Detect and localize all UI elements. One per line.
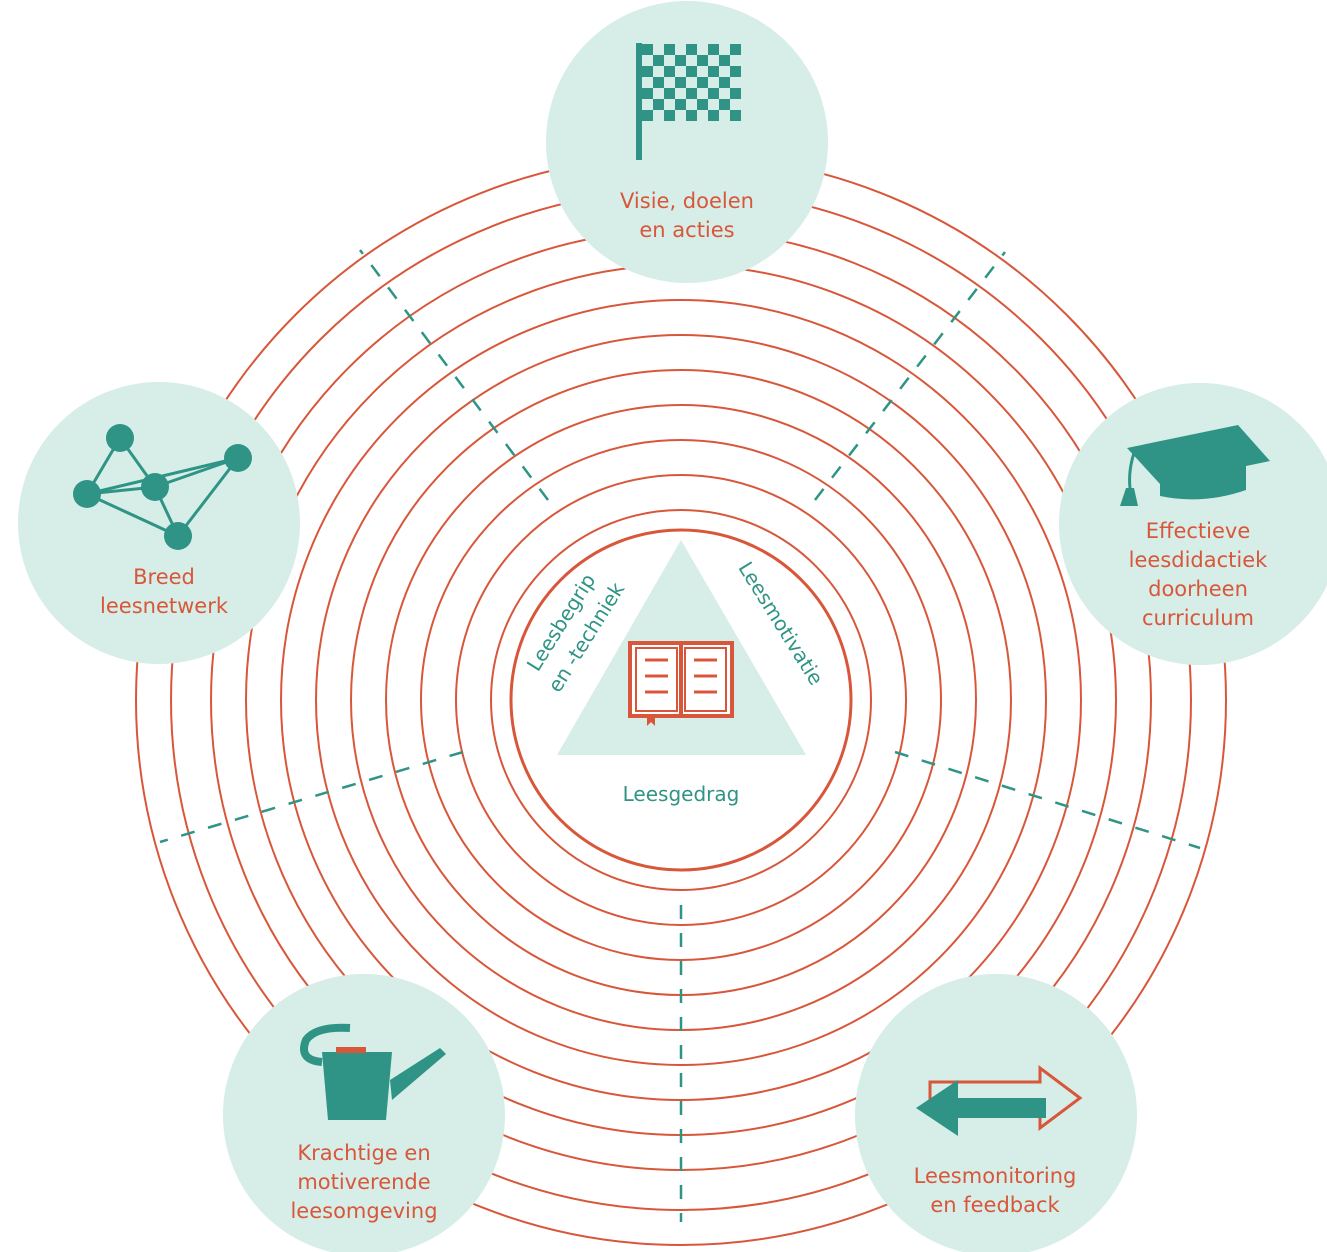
- core-label-leesgedrag: Leesgedrag: [623, 782, 740, 806]
- flag-square: [642, 88, 653, 99]
- separator-right: [894, 750, 1201, 850]
- node-didactiek-label-line3: doorheen: [1148, 577, 1248, 601]
- flag-square: [708, 88, 719, 99]
- separator-top-right: [814, 251, 1006, 501]
- flag-square: [664, 110, 675, 121]
- two-way-arrow-icon: [916, 1065, 1083, 1136]
- ring-7: [280, 299, 1082, 1101]
- ring-1: [490, 509, 872, 891]
- network-icon: [73, 424, 252, 550]
- flag-square: [664, 44, 675, 55]
- flag-square: [675, 99, 686, 110]
- node-visie-circle: [546, 1, 828, 283]
- flag-square: [686, 88, 697, 99]
- flag-square: [675, 55, 686, 66]
- node-didactiek: Effectieve leesdidactiek doorheen curric…: [1059, 383, 1327, 665]
- watering-can-icon: [300, 1023, 446, 1120]
- node-didactiek-label-line1: Effectieve: [1146, 519, 1251, 543]
- flag-square: [697, 77, 708, 88]
- flag-square: [686, 66, 697, 77]
- flag-square: [719, 99, 730, 110]
- node-omgeving: Krachtige en motiverende leesomgeving: [223, 974, 505, 1252]
- flag-square: [730, 66, 741, 77]
- ring-3: [420, 439, 942, 961]
- dashed-separators: [159, 249, 1201, 1222]
- ring-2: [455, 474, 907, 926]
- flag-square: [664, 88, 675, 99]
- node-netwerk-label-line1: Breed: [133, 565, 195, 589]
- flag-square: [653, 77, 664, 88]
- flag-square: [719, 77, 730, 88]
- flag-square: [686, 44, 697, 55]
- graduation-cap-icon: [1120, 425, 1270, 506]
- flag-square: [675, 77, 686, 88]
- node-monitoring-label-line1: Leesmonitoring: [914, 1164, 1077, 1188]
- node-visie-label-line1: Visie, doelen: [620, 189, 754, 213]
- flag-square: [708, 44, 719, 55]
- flag-square: [730, 110, 741, 121]
- separator-left: [159, 750, 464, 844]
- flag-square: [697, 55, 708, 66]
- flag-square: [642, 44, 653, 55]
- node-netwerk-circle: [18, 382, 300, 664]
- node-netwerk-label-line2: leesnetwerk: [100, 594, 229, 618]
- flag-square: [730, 44, 741, 55]
- flag-square: [719, 55, 730, 66]
- open-book-icon: [628, 641, 734, 726]
- node-omgeving-label-line3: leesomgeving: [290, 1199, 437, 1223]
- node-didactiek-label-line2: leesdidactiek: [1129, 548, 1269, 572]
- flag-square: [730, 88, 741, 99]
- flag-square: [697, 99, 708, 110]
- node-omgeving-label-line1: Krachtige en: [297, 1141, 430, 1165]
- node-visie-label-line2: en acties: [639, 218, 734, 242]
- node-monitoring: Leesmonitoring en feedback: [855, 974, 1137, 1252]
- node-omgeving-label-line2: motiverende: [297, 1170, 430, 1194]
- node-netwerk: Breed leesnetwerk: [18, 382, 300, 664]
- flag-square: [642, 66, 653, 77]
- checkered-flag-icon: [636, 43, 741, 160]
- node-visie: Visie, doelen en acties: [546, 1, 828, 283]
- separator-top-left: [359, 249, 549, 501]
- flag-square: [686, 110, 697, 121]
- ring-6: [315, 334, 1047, 1066]
- flag-square: [708, 66, 719, 77]
- flag-square: [708, 110, 719, 121]
- flag-square: [664, 66, 675, 77]
- flag-square: [653, 99, 664, 110]
- flag-square: [653, 55, 664, 66]
- node-monitoring-label-line2: en feedback: [930, 1193, 1060, 1217]
- flag-square: [642, 110, 653, 121]
- node-didactiek-label-line4: curriculum: [1142, 606, 1254, 630]
